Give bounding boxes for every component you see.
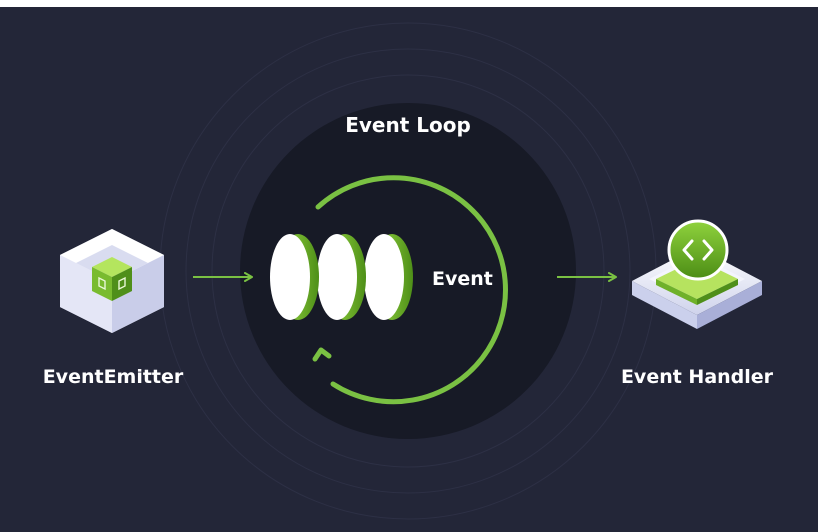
event-disc xyxy=(317,234,366,320)
event-disc xyxy=(364,234,413,320)
event-discs xyxy=(270,234,413,320)
node-cube-icon xyxy=(60,229,164,333)
event-emitter-label: EventEmitter xyxy=(43,366,184,388)
loop-arrows xyxy=(312,175,508,405)
event-label: Event xyxy=(432,268,493,290)
event-handler-label: Event Handler xyxy=(621,366,774,388)
event-disc xyxy=(270,234,319,320)
diagram-canvas: Event Loop Event xyxy=(0,7,818,532)
event-loop-title: Event Loop xyxy=(345,113,471,137)
code-handler-icon xyxy=(632,219,762,329)
